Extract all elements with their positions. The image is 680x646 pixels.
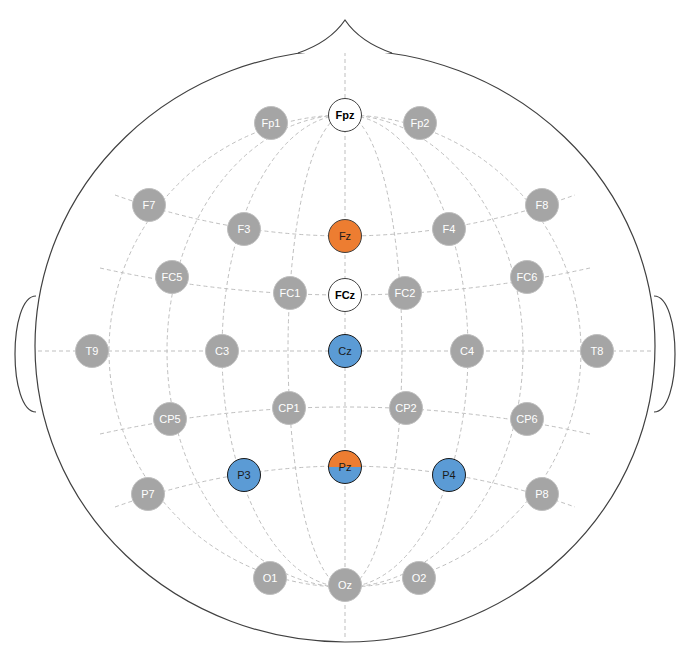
grid-ring bbox=[222, 115, 468, 587]
electrode: C3 bbox=[205, 334, 239, 368]
electrode: Fp2 bbox=[403, 106, 437, 140]
electrode: CP5 bbox=[153, 402, 187, 436]
electrode: FC5 bbox=[155, 260, 189, 294]
electrode-label: CP6 bbox=[516, 414, 537, 425]
electrode-label: Fp1 bbox=[262, 118, 281, 129]
electrode-label: O2 bbox=[412, 573, 427, 584]
electrode: CP2 bbox=[389, 391, 423, 425]
electrode: F4 bbox=[432, 212, 466, 246]
electrode: Cz bbox=[328, 334, 362, 368]
electrode: F7 bbox=[132, 188, 166, 222]
electrode-label: FC1 bbox=[280, 288, 301, 299]
electrode: O2 bbox=[402, 561, 436, 595]
grid-lines bbox=[38, 52, 652, 640]
electrode-label: C4 bbox=[460, 346, 474, 357]
electrode-label: F8 bbox=[536, 200, 549, 211]
nose bbox=[298, 20, 392, 53]
electrode-label: P4 bbox=[442, 470, 455, 481]
electrode-label: C3 bbox=[215, 346, 229, 357]
electrode: C4 bbox=[450, 334, 484, 368]
electrode-label: Fpz bbox=[336, 110, 355, 121]
head-outline bbox=[35, 50, 655, 642]
electrode-label: P8 bbox=[535, 489, 548, 500]
electrode: P4 bbox=[432, 458, 466, 492]
electrode-label: FC5 bbox=[162, 272, 183, 283]
electrode: F8 bbox=[525, 188, 559, 222]
electrode: Pz bbox=[328, 450, 362, 484]
electrode-label: Pz bbox=[339, 462, 352, 473]
electrode: Oz bbox=[328, 568, 362, 602]
electrode-label: Cz bbox=[338, 346, 351, 357]
electrode-label: F7 bbox=[143, 200, 156, 211]
electrode: P8 bbox=[525, 477, 559, 511]
electrode: FC6 bbox=[510, 260, 544, 294]
electrode: CP6 bbox=[510, 402, 544, 436]
electrode-label: Fz bbox=[339, 231, 351, 242]
electrode: Fp1 bbox=[254, 106, 288, 140]
electrode-label: CP1 bbox=[278, 403, 299, 414]
electrode: FC1 bbox=[273, 276, 307, 310]
electrode: FCz bbox=[328, 278, 362, 312]
grid-ring bbox=[167, 115, 523, 587]
electrode-label: P7 bbox=[141, 489, 154, 500]
electrode: CP1 bbox=[272, 391, 306, 425]
grid-ring bbox=[109, 115, 581, 587]
electrode: FC2 bbox=[388, 276, 422, 310]
electrode-label: CP2 bbox=[395, 403, 416, 414]
head-shape bbox=[15, 20, 675, 642]
electrode-label: O1 bbox=[263, 573, 278, 584]
electrode-label: CP5 bbox=[159, 414, 180, 425]
electrode-label: T8 bbox=[591, 346, 604, 357]
electrode-label: Fp2 bbox=[411, 118, 430, 129]
electrode: T9 bbox=[75, 334, 109, 368]
electrode-label: T9 bbox=[86, 346, 99, 357]
electrode: T8 bbox=[580, 334, 614, 368]
electrode-label: F4 bbox=[443, 224, 456, 235]
electrode-label: FCz bbox=[335, 290, 355, 301]
ear bbox=[15, 296, 36, 412]
electrode-label: FC6 bbox=[517, 272, 538, 283]
electrode: P7 bbox=[131, 477, 165, 511]
electrode-label: FC2 bbox=[395, 288, 416, 299]
electrode: Fpz bbox=[328, 98, 362, 132]
ear bbox=[654, 296, 675, 412]
electrode-label: Oz bbox=[338, 580, 352, 591]
electrode-label: P3 bbox=[237, 470, 250, 481]
electrode: Fz bbox=[328, 219, 362, 253]
grid-ring bbox=[288, 115, 402, 587]
electrode: F3 bbox=[227, 212, 261, 246]
electrode-label: F3 bbox=[238, 224, 251, 235]
electrode: P3 bbox=[227, 458, 261, 492]
electrode: O1 bbox=[253, 561, 287, 595]
